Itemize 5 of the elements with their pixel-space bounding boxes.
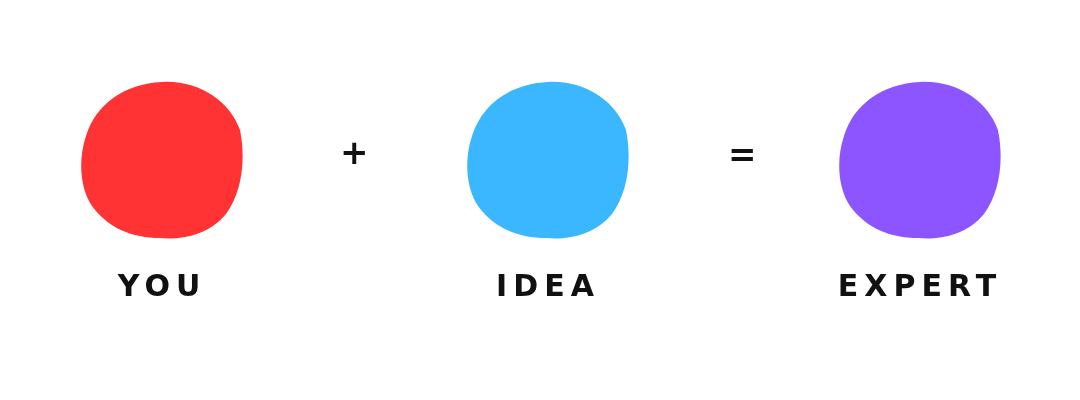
operator-sign: + bbox=[340, 132, 369, 172]
circle-caption: YOU bbox=[116, 268, 208, 303]
circle-caption: EXPERT bbox=[836, 268, 1004, 303]
operator-sign: = bbox=[728, 134, 757, 174]
circle-caption: IDEA bbox=[495, 268, 601, 303]
